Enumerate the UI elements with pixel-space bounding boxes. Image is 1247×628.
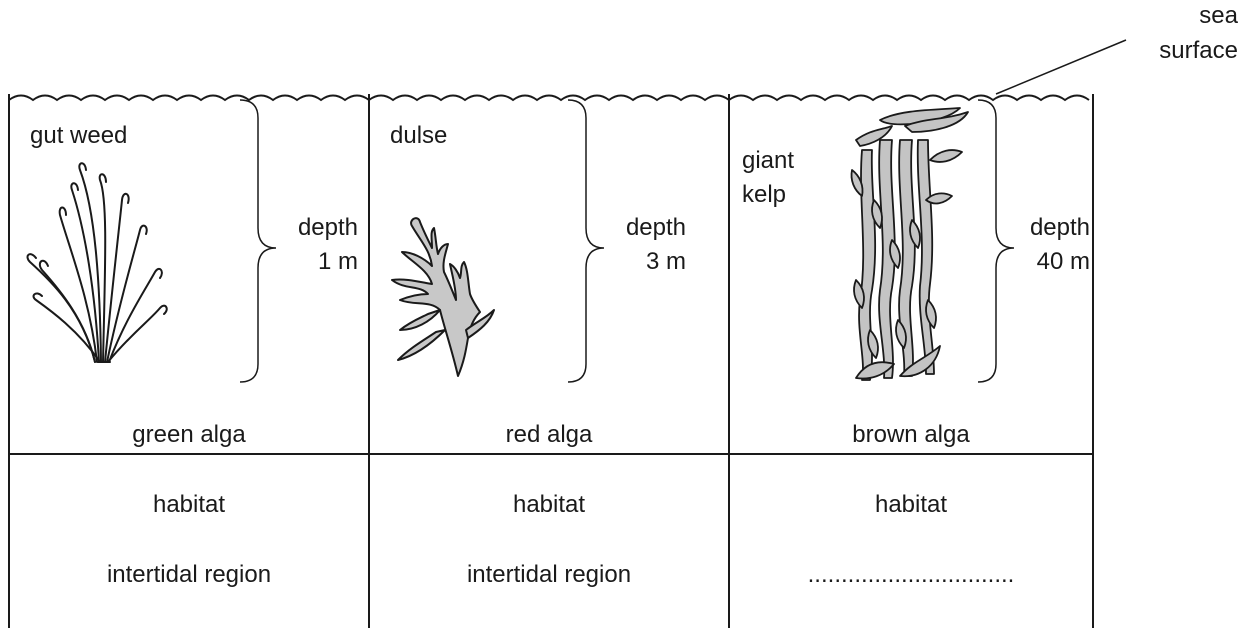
- depth-value-3m: 3 m: [588, 248, 686, 276]
- alga-name-gut-weed: gut weed: [30, 122, 127, 150]
- depth-value-1m: 1 m: [260, 248, 358, 276]
- alga-name-giant: giant: [742, 147, 794, 175]
- habitat-label-1: habitat: [9, 491, 369, 519]
- sea-label: sea: [1160, 2, 1238, 30]
- sea-surface-pointer: [996, 40, 1126, 94]
- red-alga-dulse-drawing: [392, 218, 494, 376]
- alga-type-brown: brown alga: [729, 421, 1093, 449]
- depth-value-40m: 40 m: [990, 248, 1090, 276]
- alga-name-dulse: dulse: [390, 122, 447, 150]
- depth-word-2: depth: [588, 214, 686, 242]
- depth-word-1: depth: [260, 214, 358, 242]
- habitat-value-2: intertidal region: [369, 561, 729, 589]
- habitat-value-1: intertidal region: [9, 561, 369, 589]
- surface-label: surface: [1125, 37, 1238, 65]
- habitat-answer-blank[interactable]: ...............................: [729, 561, 1093, 589]
- brown-alga-giant-kelp-drawing: [851, 108, 968, 380]
- green-alga-gut-weed-drawing: [28, 163, 167, 362]
- alga-name-kelp: kelp: [742, 181, 786, 209]
- habitat-label-2: habitat: [369, 491, 729, 519]
- alga-type-red: red alga: [369, 421, 729, 449]
- alga-type-green: green alga: [9, 421, 369, 449]
- habitat-label-3: habitat: [729, 491, 1093, 519]
- sea-surface-wave: [9, 96, 1089, 101]
- depth-word-3: depth: [990, 214, 1090, 242]
